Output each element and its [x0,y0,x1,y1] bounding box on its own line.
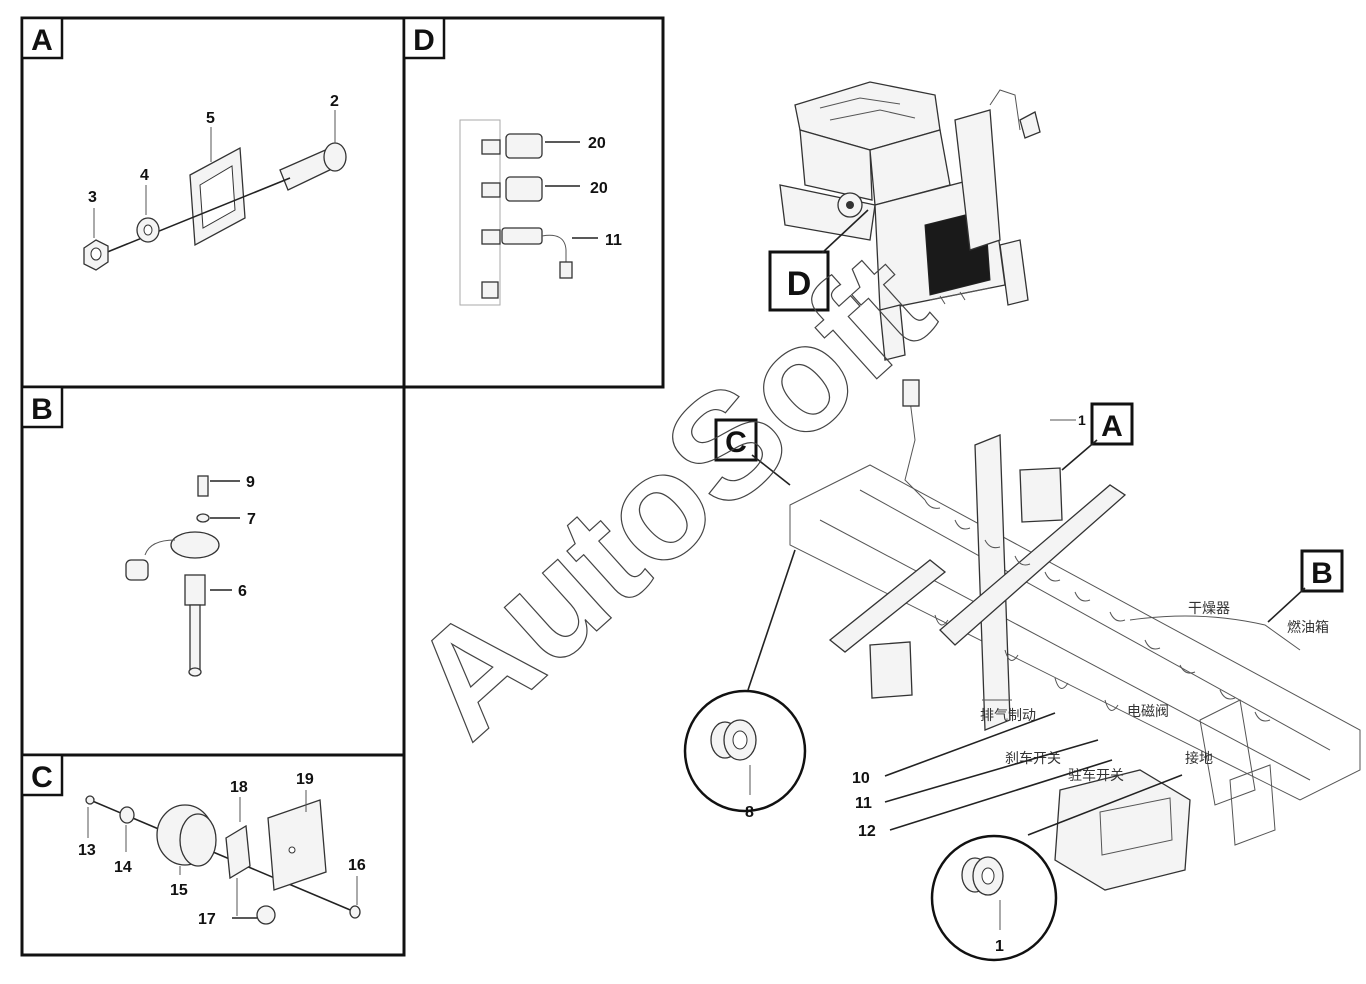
panel-c-label-17: 17 [198,911,216,928]
panel-frames [20,16,665,957]
truck-cab-illustration: D [768,81,1041,361]
panel-d: D 20 20 11 [402,16,622,306]
panel-b-letter: B [31,393,53,426]
panel-c-label-16: 16 [348,857,366,874]
label-exhaust-brake: 排气制动 [980,708,1036,724]
panel-a-label-2: 2 [330,93,339,110]
panel-b-label-9: 9 [246,474,255,491]
panel-b-label-6: 6 [238,583,247,600]
panel-c-label-15: 15 [170,882,188,899]
panel-b: B 9 7 6 [20,385,256,677]
chassis-illustration: 干燥器 燃油箱 排气制动 电磁阀 刹车开关 驻车开关 接地 A 1 C B 8 … [683,379,1361,962]
callout-b-letter: B [1311,557,1333,590]
label-8: 8 [745,804,754,821]
panel-a-label-3: 3 [88,189,97,206]
callout-c-letter: C [725,426,747,459]
panel-b-label-7: 7 [247,511,256,528]
panel-c-label-19: 19 [296,771,314,788]
panel-a: A 2 5 4 3 [20,16,347,271]
panel-d-label-11: 11 [605,232,622,249]
panel-c-label-14: 14 [114,859,132,876]
panel-d-label-20a: 20 [588,135,606,152]
label-12: 12 [858,823,876,840]
panel-a-label-5: 5 [206,110,215,127]
panel-d-letter: D [413,24,435,57]
panel-c-letter: C [31,761,53,794]
label-11: 11 [855,795,872,812]
panel-c-label-13: 13 [78,842,96,859]
label-solenoid-valve: 电磁阀 [1127,704,1169,720]
panel-a-label-4: 4 [140,167,149,184]
label-1-top: 1 [1078,412,1086,428]
panel-c: C 13 14 15 18 19 16 17 [20,753,366,928]
callout-a-letter: A [1101,410,1123,443]
harness-loops [902,379,1271,722]
label-fuel-tank: 燃油箱 [1287,619,1329,636]
panel-a-letter: A [31,24,53,57]
label-1-bottom: 1 [995,938,1004,955]
callout-d-letter: D [787,265,812,303]
label-10: 10 [852,770,870,787]
label-park-switch: 驻车开关 [1068,767,1124,784]
panel-d-label-20b: 20 [590,180,608,197]
panel-c-label-18: 18 [230,779,248,796]
label-dryer: 干燥器 [1188,601,1230,617]
label-ground: 接地 [1185,750,1213,767]
